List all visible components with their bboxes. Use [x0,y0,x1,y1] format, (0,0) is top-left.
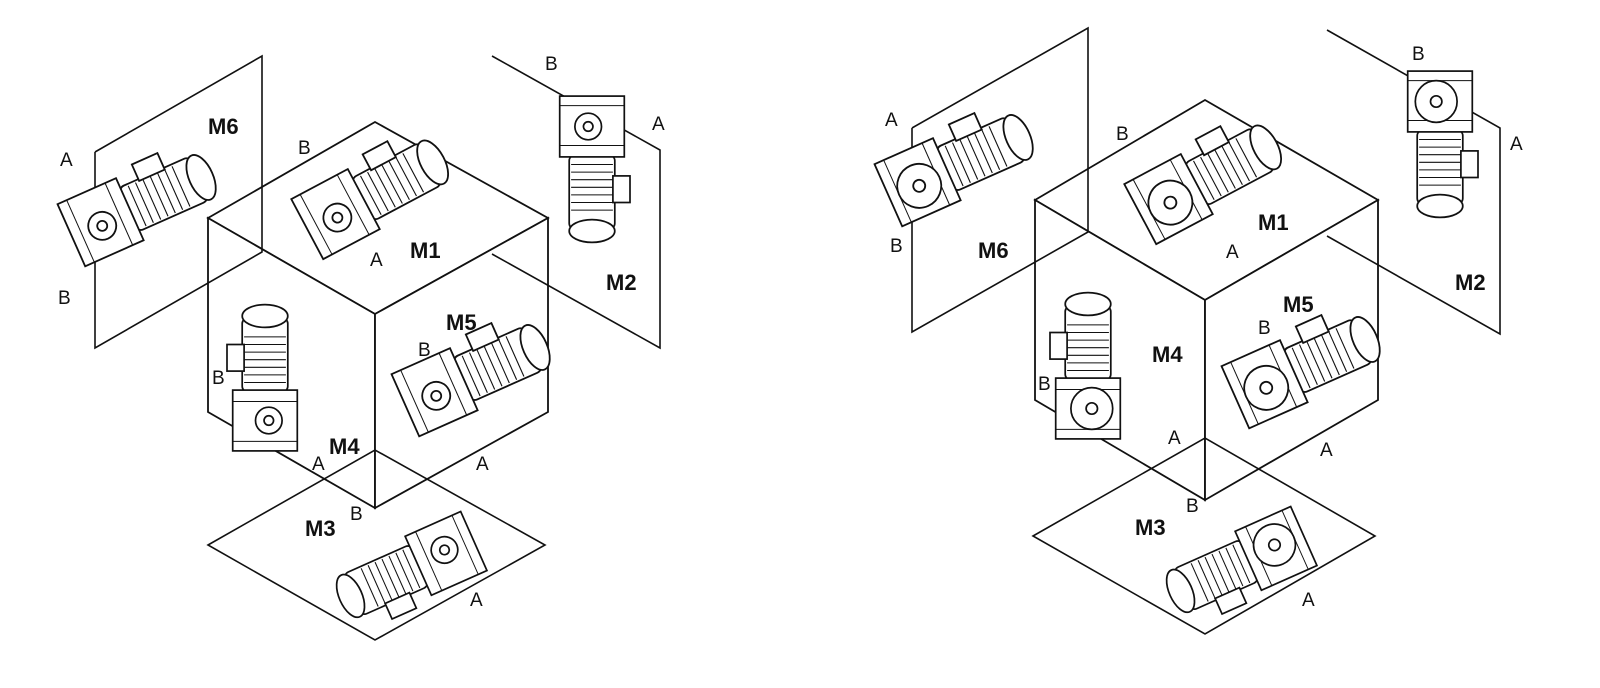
side-left-m3-a: A [470,590,483,611]
side-left-m2-b: B [545,54,558,75]
side-left-m1-b: B [298,138,311,159]
label-right-m5: M5 [1283,292,1314,317]
diagram-left: M1 M2 M3 M4 M5 M6 A B B A B A B A B A B … [54,54,665,641]
label-right-m4: M4 [1152,342,1183,367]
label-left-m4: M4 [329,434,360,459]
side-left-m6-b: B [58,288,71,309]
gearmotor-right-m3 [1156,505,1321,632]
side-right-m6-a: A [885,110,898,131]
side-right-m1-a: A [1226,242,1239,263]
plane-right-m6 [911,26,1089,334]
gearmotor-left-m2 [558,95,631,244]
label-right-m3: M3 [1135,515,1166,540]
label-left-m1: M1 [410,238,441,263]
gearmotor-left-m3 [326,510,491,637]
side-right-m4-b: B [1038,374,1051,395]
gearmotor-right-m5 [1218,297,1391,430]
label-right-m1: M1 [1258,210,1289,235]
side-left-m6-a: A [60,150,73,171]
side-right-m2-a: A [1510,134,1523,155]
plane-right-m3 [1031,437,1377,635]
gearmotor-right-m4 [1049,291,1122,440]
side-right-m4-a: A [1168,428,1181,449]
side-left-m4-b: B [212,368,225,389]
side-left-m5-a: A [476,454,489,475]
side-left-m5-b: B [418,340,431,361]
side-right-m2-b: B [1412,44,1425,65]
side-right-m6-b: B [890,236,903,257]
label-left-m6: M6 [208,114,239,139]
side-right-m5-b: B [1258,318,1271,339]
plane-left-m3 [206,449,547,641]
plane-left-m6 [94,54,263,350]
side-right-m1-b: B [1116,124,1129,145]
side-left-m2-a: A [652,114,665,135]
side-left-m4-a: A [312,454,325,475]
gearmotor-right-m6 [871,95,1044,228]
side-right-m3-a: A [1302,590,1315,611]
label-left-m2: M2 [606,270,637,295]
side-right-m3-b: B [1186,496,1199,517]
label-left-m3: M3 [305,516,336,541]
label-right-m6: M6 [978,238,1009,263]
side-left-m1-a: A [370,250,383,271]
gearmotor-right-m2 [1406,70,1479,219]
diagram-right: M1 M2 M3 M4 M5 M6 A B B A B A B A B A B … [871,26,1523,635]
label-right-m2: M2 [1455,270,1486,295]
side-left-m3-b: B [350,504,363,525]
label-left-m5: M5 [446,310,477,335]
gearmotor-right-m1 [1120,105,1294,246]
gearmotor-left-m6 [54,135,227,268]
side-right-m5-a: A [1320,440,1333,461]
